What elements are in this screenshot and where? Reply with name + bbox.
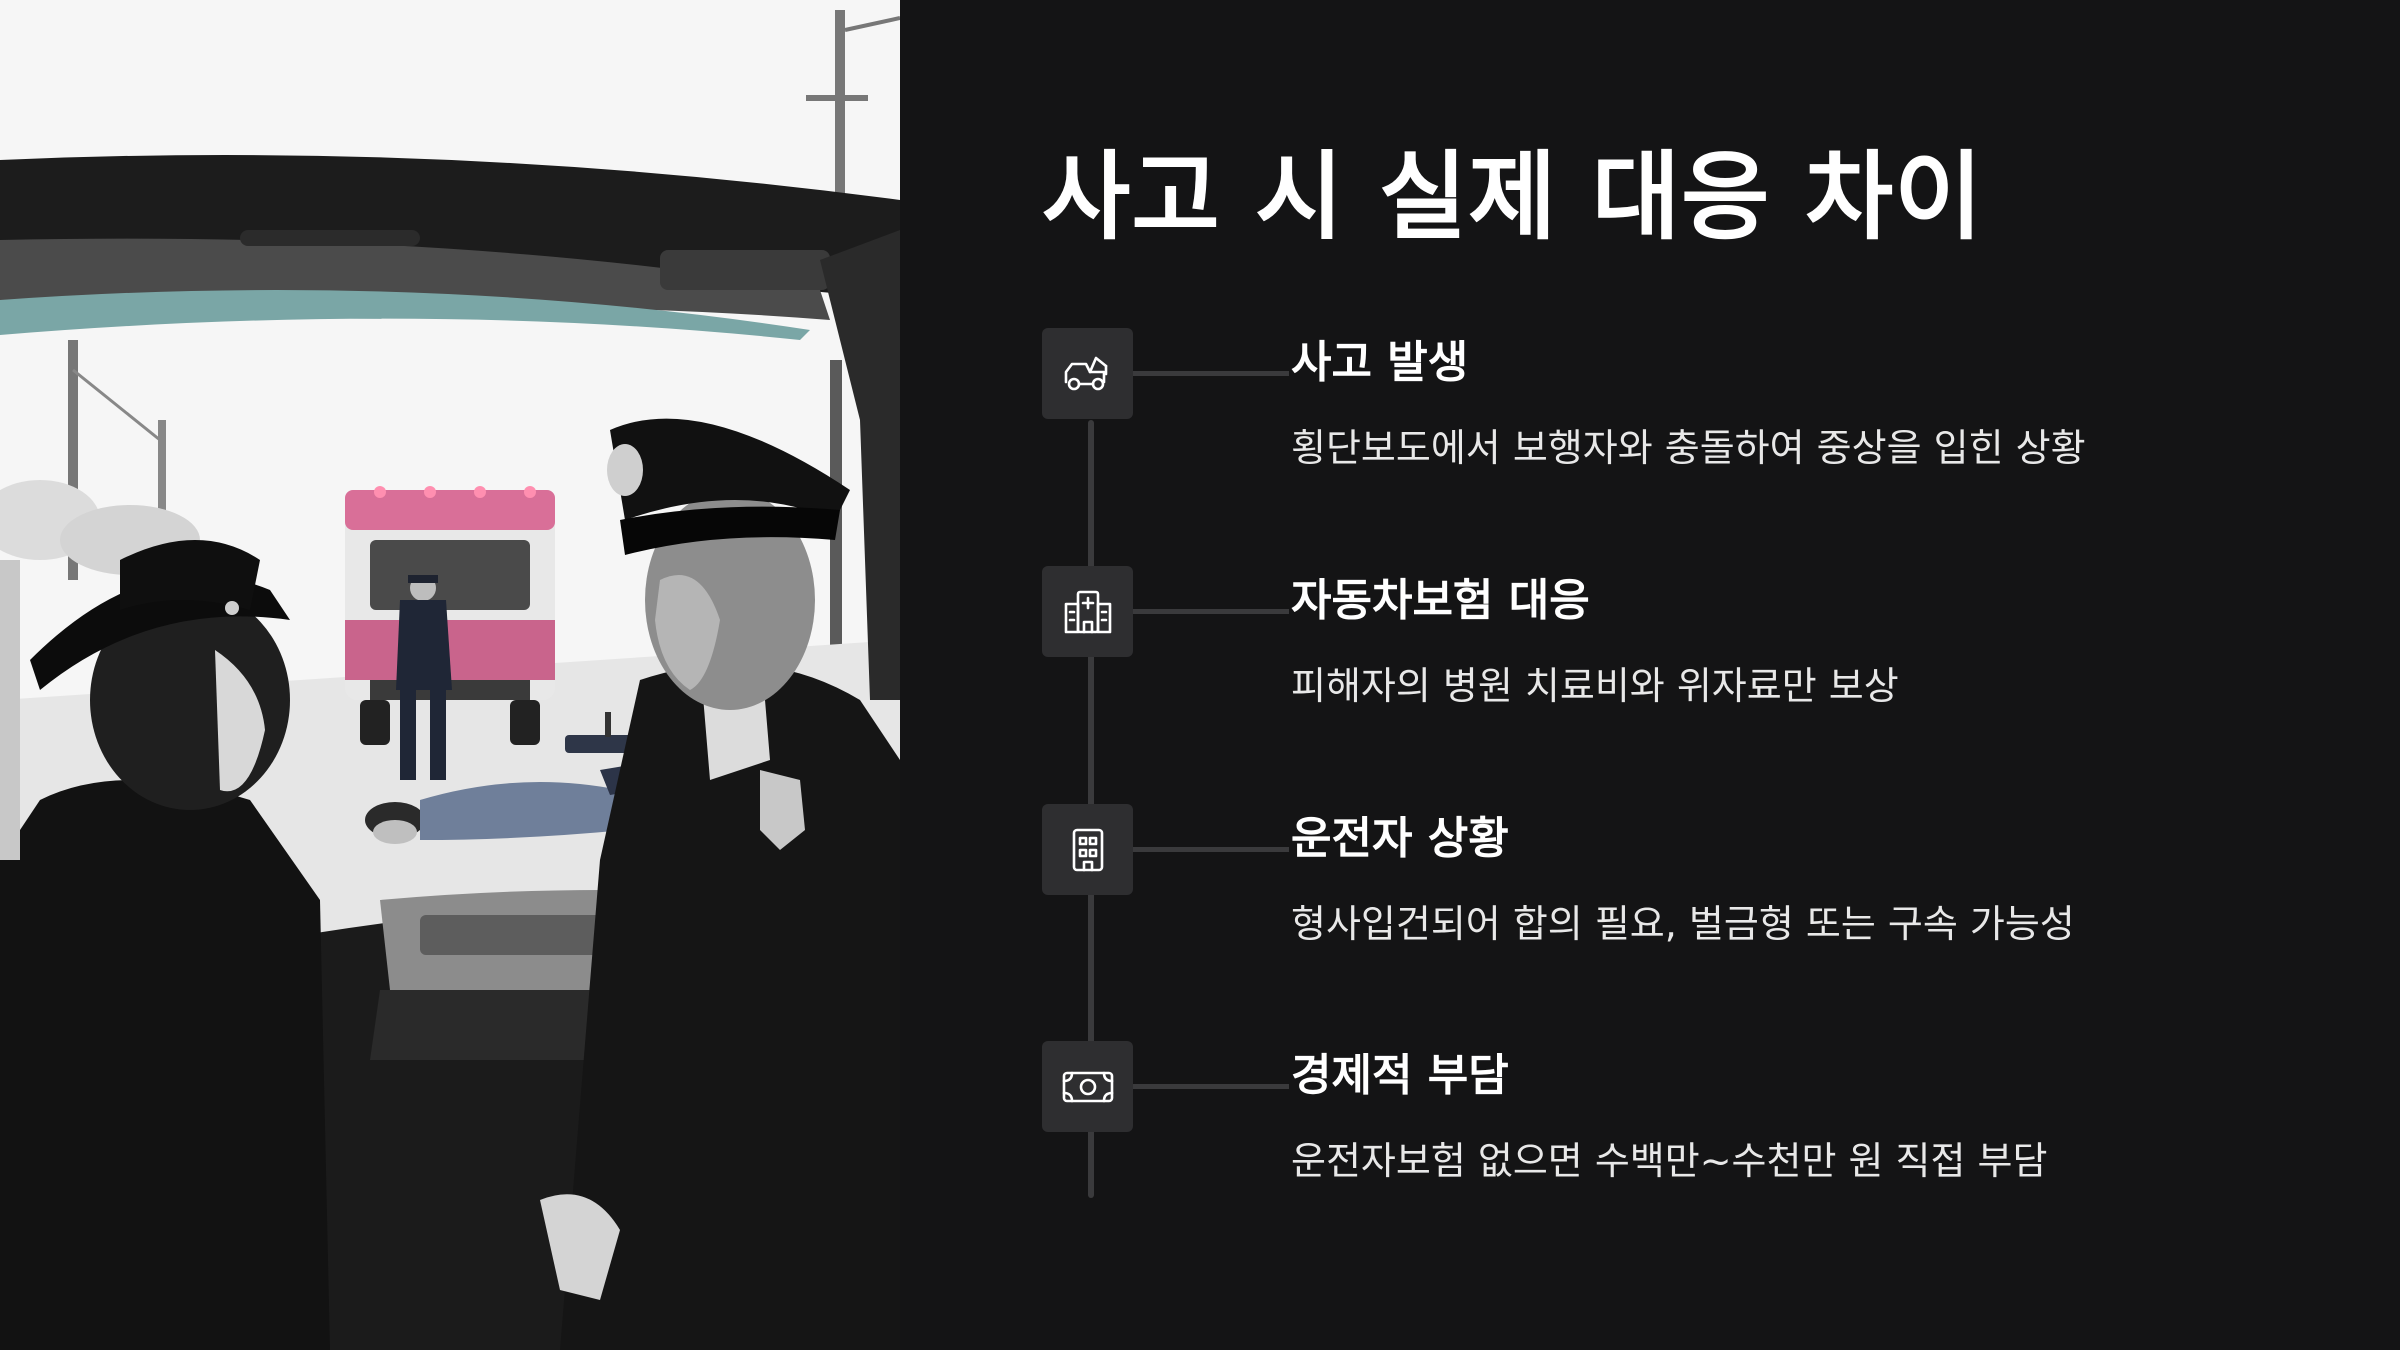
timeline-step-financial-burden: 경제적 부담 운전자보험 없으면 수백만~수천만 원 직접 부담 [1042,1041,2342,1241]
step-description: 형사입건되어 합의 필요, 벌금형 또는 구속 가능성 [1291,902,2075,946]
step-title: 경제적 부담 [1291,1050,1509,1101]
timeline-step-accident: 사고 발생 횡단보도에서 보행자와 충돌하여 중상을 입힌 상황 [1042,328,2342,528]
detention-building-icon [1042,804,1133,895]
hospital-icon [1042,566,1133,657]
step-title: 운전자 상황 [1291,813,1509,864]
page-title: 사고 시 실제 대응 차이 [1042,141,1984,253]
banknote-icon [1042,1041,1133,1132]
timeline-connector [1133,609,1289,614]
accident-scene-illustration [0,0,900,1350]
timeline-step-driver-situation: 운전자 상황 형사입건되어 합의 필요, 벌금형 또는 구속 가능성 [1042,804,2342,1004]
timeline-step-car-insurance: 자동차보험 대응 피해자의 병원 치료비와 위자료만 보상 [1042,566,2342,766]
step-description: 피해자의 병원 치료비와 위자료만 보상 [1291,664,1899,708]
step-title: 자동차보험 대응 [1291,575,1590,626]
step-description: 횡단보도에서 보행자와 충돌하여 중상을 입힌 상황 [1291,426,2086,470]
step-description: 운전자보험 없으면 수백만~수천만 원 직접 부담 [1291,1139,2048,1183]
timeline-connector [1133,847,1289,852]
timeline-connector [1133,1084,1289,1089]
step-title: 사고 발생 [1291,337,1469,388]
timeline-connector [1133,371,1289,376]
tow-truck-icon [1042,328,1133,419]
